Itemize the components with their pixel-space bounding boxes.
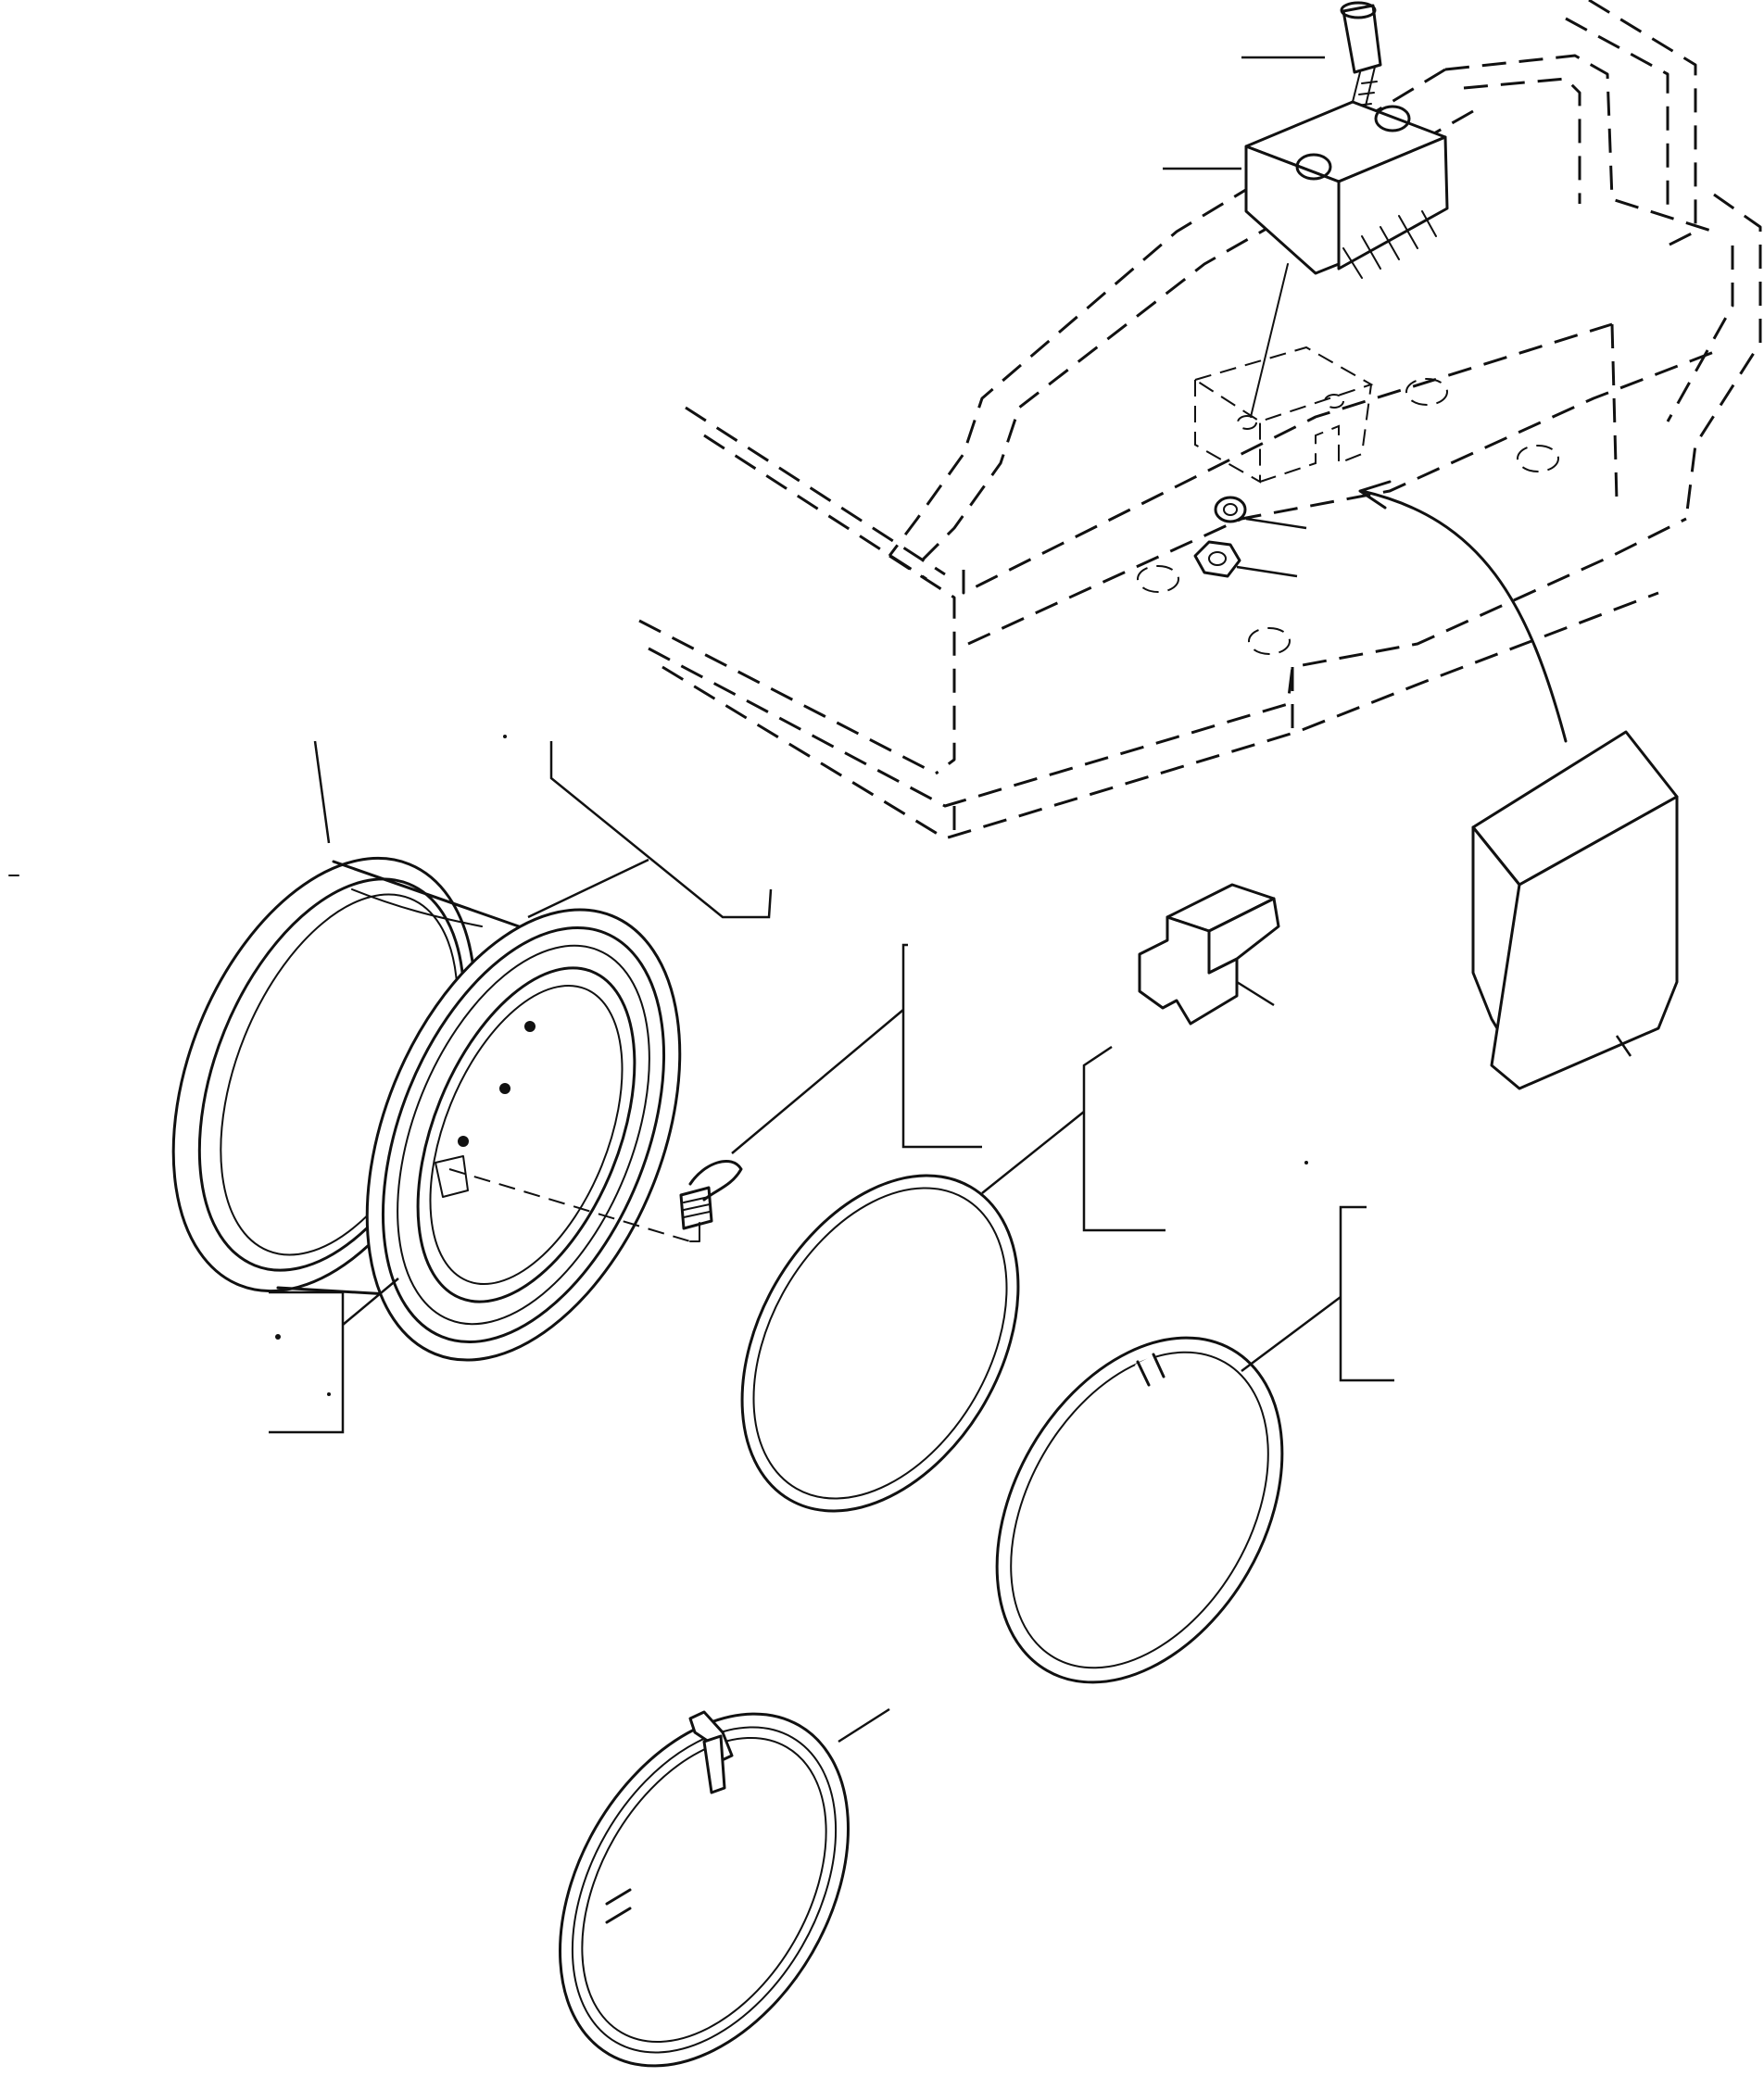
scan-specks [8,735,1308,1396]
side-ring-split [995,1336,1284,1684]
wheel-rim [171,856,682,1362]
leader-lines [269,56,1632,1743]
chassis-frame-phantom [638,0,1762,840]
lock-washer [1214,496,1247,523]
lock-ring-plain [740,1174,1020,1513]
lock-ring-with-tab [559,1710,850,2068]
alignment-line [1250,263,1289,418]
ballast-weight [1471,730,1679,1090]
hex-nut [1193,540,1241,578]
counterweight-block [1244,100,1449,279]
retaining-key [1138,883,1280,1026]
air-valve [448,1159,743,1242]
install-arrow [1358,480,1568,743]
